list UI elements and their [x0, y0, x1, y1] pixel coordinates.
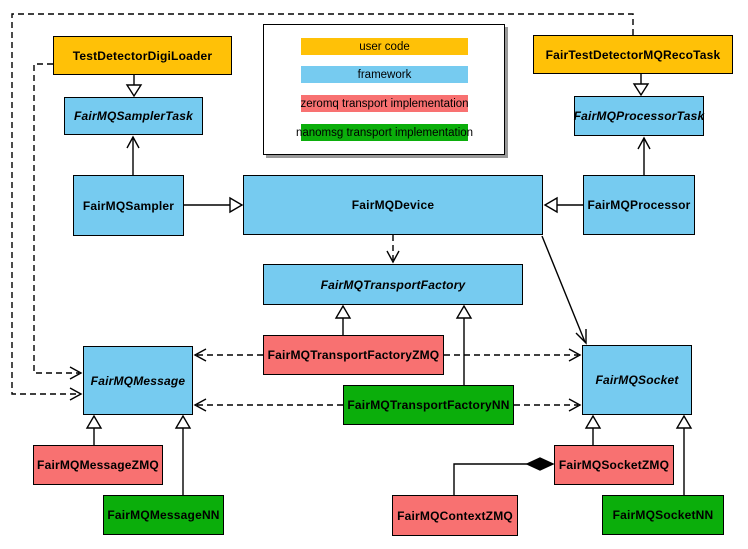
legend: user code framework zeromq transport imp…	[263, 24, 505, 155]
legend-item-user-code: user code	[301, 38, 468, 55]
class-box-fairmqsocket: FairMQSocket	[582, 345, 692, 415]
class-box-fairmqtransportfactoryzmq: FairMQTransportFactoryZMQ	[263, 335, 444, 375]
legend-item-nanomsg: nanomsg transport implementation	[296, 124, 473, 141]
class-box-fairtestdetectormqrecotask: FairTestDetectorMQRecoTask	[533, 35, 733, 74]
legend-item-zeromq: zeromq transport implementation	[300, 95, 469, 112]
legend-item-framework: framework	[301, 66, 468, 83]
class-box-fairmqsamplertask: FairMQSamplerTask	[64, 97, 203, 135]
class-box-fairmqprocessortask: FairMQProcessorTask	[574, 96, 704, 136]
class-box-fairmqcontextzmq: FairMQContextZMQ	[392, 495, 518, 536]
class-box-fairmqsampler: FairMQSampler	[73, 175, 184, 236]
class-box-fairmqmessage: FairMQMessage	[83, 346, 193, 415]
class-box-fairmqtransportfactory: FairMQTransportFactory	[263, 264, 523, 305]
class-box-fairmqtransportfactorynn: FairMQTransportFactoryNN	[343, 385, 514, 425]
class-box-fairmqmessagezmq: FairMQMessageZMQ	[33, 445, 163, 485]
class-box-fairmqprocessor: FairMQProcessor	[583, 175, 695, 235]
class-box-testdetectordigiloader: TestDetectorDigiLoader	[53, 36, 232, 75]
class-box-fairmqdevice: FairMQDevice	[243, 175, 543, 235]
class-box-fairmqsocketnn: FairMQSocketNN	[602, 495, 724, 535]
class-box-fairmqmessagenn: FairMQMessageNN	[103, 495, 224, 535]
class-box-fairmqsocketzmq: FairMQSocketZMQ	[554, 445, 674, 485]
